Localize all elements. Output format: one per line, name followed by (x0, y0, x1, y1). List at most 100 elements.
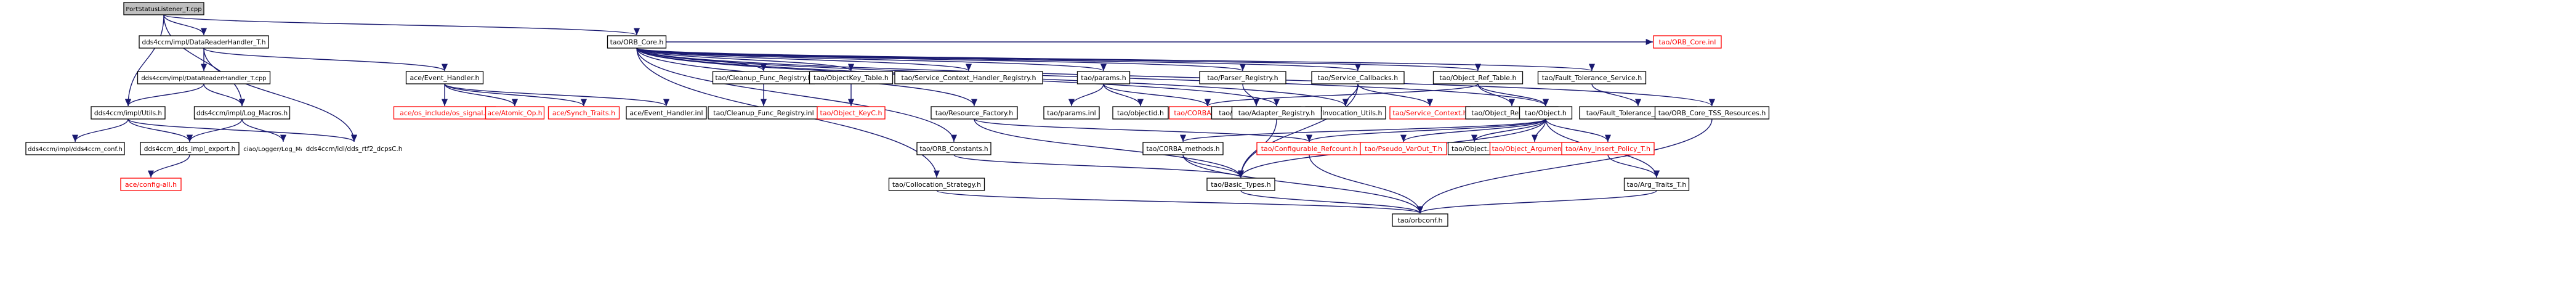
node-label: tao/Cleanup_Func_Registry.h (715, 74, 812, 82)
include-edge (636, 47, 1715, 107)
node-box (1206, 178, 1275, 191)
include-edge (1417, 118, 1713, 214)
file-node-drh-h[interactable]: dds4ccm/impl/DataReaderHandler_T.h (139, 35, 269, 49)
include-edge (163, 14, 207, 36)
node-box (140, 142, 240, 155)
node-label: tao/Service_Context.h (1392, 109, 1467, 117)
file-node-evh-h[interactable]: ace/Event_Handler.h (405, 71, 484, 84)
file-node-collocation[interactable]: tao/Collocation_Strategy.h (888, 178, 985, 191)
file-node-basic-types[interactable]: tao/Basic_Types.h (1206, 178, 1275, 191)
include-edge (1607, 154, 1660, 178)
include-edge (636, 47, 957, 142)
node-box (1142, 142, 1224, 155)
include-edge (1477, 83, 1549, 107)
node-label: tao/params.inl (1047, 109, 1096, 117)
include-edge (974, 118, 1312, 142)
file-node-logm-h[interactable]: dds4ccm/impl/Log_Macros.h (193, 106, 291, 120)
file-node-svc-context[interactable]: tao/Service_Context.h (1389, 106, 1471, 120)
node-label: dds4ccm/impl/Log_Macros.h (196, 110, 288, 117)
file-node-object-h[interactable]: tao/Object.h (1519, 106, 1573, 120)
file-node-arg-traits[interactable]: tao/Arg_Traits_T.h (1623, 178, 1690, 191)
include-edge (1182, 154, 1423, 214)
file-node-okt-h[interactable]: tao/ObjectKey_Table.h (809, 71, 894, 84)
node-box (888, 178, 985, 191)
node-label: tao/Invocation_Utils.h (1309, 109, 1383, 117)
node-box (1076, 71, 1131, 84)
file-node-objkey-c[interactable]: tao/Object_KeyC.h (817, 106, 886, 120)
file-node-conf-refcount[interactable]: tao/Configurable_Refcount.h (1256, 142, 1362, 155)
file-node-tss-res[interactable]: tao/ORB_Core_TSS_Resources.h (1654, 106, 1770, 120)
node-label: tao/Arg_Traits_T.h (1627, 181, 1687, 189)
node-box (817, 106, 886, 120)
file-node-cfr-h[interactable]: tao/Cleanup_Func_Registry.h (712, 71, 815, 84)
file-node-svc-callbacks[interactable]: tao/Service_Callbacks.h (1311, 71, 1405, 84)
node-box (123, 2, 204, 15)
node-box (1231, 106, 1322, 120)
file-node-pseudo-var[interactable]: tao/Pseudo_VarOut_T.h (1360, 142, 1447, 155)
node-box (91, 106, 166, 120)
node-box (120, 178, 182, 191)
node-label: tao/ORB_Core_TSS_Resources.h (1658, 109, 1766, 117)
node-label: tao/Resource_Factory.h (935, 109, 1014, 117)
include-edge (147, 154, 190, 178)
include-edge (187, 118, 243, 142)
file-node-atomic-op[interactable]: ace/Atomic_Op.h (485, 106, 545, 120)
file-node-os-signal[interactable]: ace/os_include/os_signal.h (393, 106, 496, 120)
file-node-params-h[interactable]: tao/params.h (1076, 71, 1131, 84)
include-edge (636, 47, 972, 72)
file-node-ddsexp-h[interactable]: dds4ccm_dds_impl_export.h (140, 142, 240, 155)
file-node-utils-h[interactable]: dds4ccm/impl/Utils.h (91, 106, 166, 120)
include-edge (1545, 118, 1611, 142)
file-node-objectid-h[interactable]: tao/objectid.h (1112, 106, 1169, 120)
file-node-corba-methods[interactable]: tao/CORBA_methods.h (1142, 142, 1224, 155)
file-node-synch-traits[interactable]: ace/Synch_Traits.h (547, 106, 620, 120)
include-edge (203, 47, 448, 72)
include-edge (203, 47, 358, 142)
file-node-orb-core-inl[interactable]: tao/ORB_Core.inl (1653, 35, 1722, 49)
node-box (1043, 106, 1100, 120)
include-edge (1242, 83, 1260, 107)
include-edge (1477, 83, 1516, 107)
node-label: dds4ccm/idl/dds_rtf2_dcpsC.h (306, 145, 403, 153)
node-box (1537, 71, 1647, 84)
file-node-config-all[interactable]: ace/config-all.h (120, 178, 182, 191)
node-label: tao/Configurable_Refcount.h (1261, 145, 1358, 153)
node-box (1653, 35, 1722, 49)
node-label: tao/Collocation_Strategy.h (892, 181, 981, 189)
file-node-obj-arg-t[interactable]: tao/Object_Argument_T.h (1489, 142, 1580, 155)
node-label: tao/ORB_Constants.h (919, 145, 988, 153)
node-label: tao/Fault_Tolerance_Service.h (1542, 74, 1642, 82)
node-label: tao/CORBA_methods.h (1146, 145, 1219, 153)
file-node-root: PortStatusListener_T.cpp (123, 2, 204, 15)
node-label: tao/params.h (1081, 74, 1126, 82)
file-node-cfr-inl[interactable]: tao/Cleanup_Func_Registry.inl (708, 106, 820, 120)
file-node-orb-core-h[interactable]: tao/ORB_Core.h (607, 35, 667, 49)
file-node-rtidcps-h[interactable]: dds4ccm/idl/dds_rtf2_dcpsC.h (302, 142, 406, 155)
include-edge (936, 190, 1423, 214)
file-node-fts-h[interactable]: tao/Fault_Tolerance_Service.h (1537, 71, 1647, 84)
file-node-any-insert[interactable]: tao/Any_Insert_Policy_T.h (1561, 142, 1655, 155)
include-edge (72, 118, 129, 142)
node-box (1112, 106, 1169, 120)
file-node-invocation-utils[interactable]: tao/Invocation_Utils.h (1305, 106, 1386, 120)
file-node-sch-reg[interactable]: tao/Service_Context_Handler_Registry.h (894, 71, 1043, 84)
file-node-drh-cpp[interactable]: dds4ccm/impl/DataReaderHandler_T.cpp (137, 71, 271, 84)
node-box (1623, 178, 1690, 191)
file-node-params-inl[interactable]: tao/params.inl (1043, 106, 1100, 120)
file-node-evh-inl[interactable]: ace/Event_Handler.inl (626, 106, 707, 120)
file-node-ort-h[interactable]: tao/Object_Ref_Table.h (1432, 71, 1524, 84)
file-node-orbconf[interactable]: tao/orbconf.h (1392, 213, 1448, 227)
file-node-res-factory[interactable]: tao/Resource_Factory.h (931, 106, 1018, 120)
file-node-orb-constants[interactable]: tao/ORB_Constants.h (916, 142, 991, 155)
file-node-parser-reg[interactable]: tao/Parser_Registry.h (1199, 71, 1286, 84)
include-edge (636, 47, 1246, 72)
node-label: tao/Object.inl (1452, 145, 1497, 153)
node-label: ace/Atomic_Op.h (488, 110, 543, 117)
node-label: tao/Basic_Types.h (1211, 181, 1271, 189)
file-node-adapter-reg[interactable]: tao/Adapter_Registry.h (1231, 106, 1322, 120)
file-node-conf-h[interactable]: dds4ccm/impl/dds4ccm_conf.h (25, 142, 125, 155)
node-box (931, 106, 1018, 120)
node-label: tao/ORB_Core.h (610, 38, 664, 46)
include-edge (241, 118, 286, 142)
include-edge (163, 14, 640, 36)
